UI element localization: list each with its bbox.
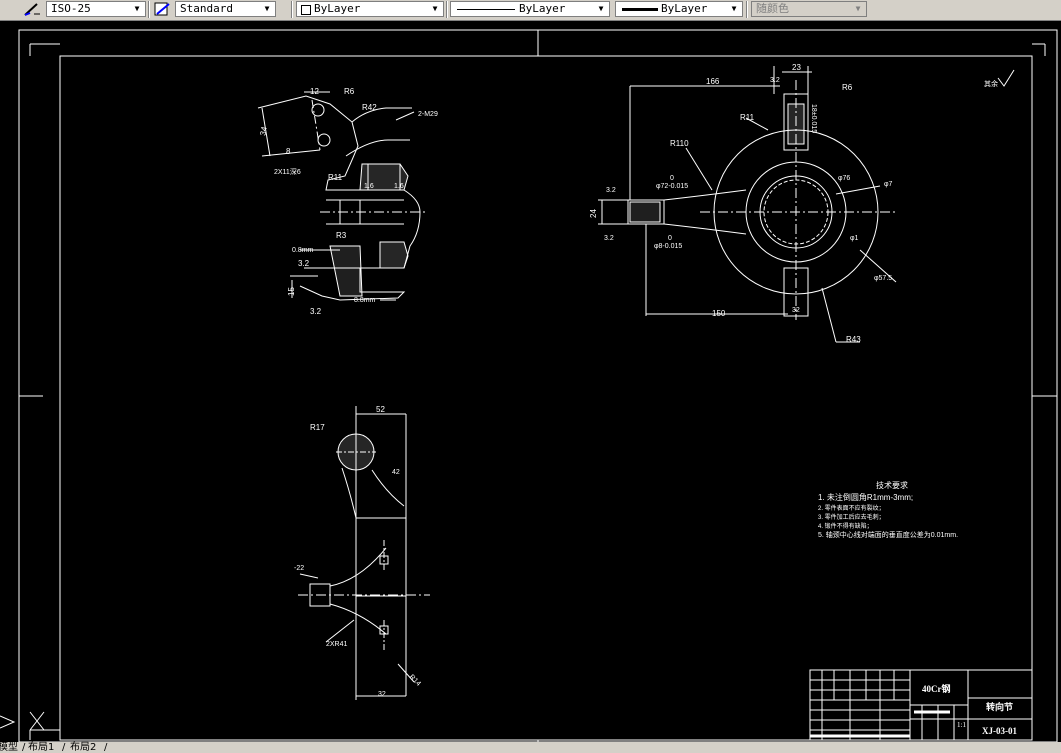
- chevron-down-icon: ▼: [134, 4, 140, 13]
- title-part-name: 转向节: [986, 701, 1013, 712]
- tab-layout2[interactable]: 布局2: [70, 742, 97, 753]
- view1-dim-2x11: 2X11深6: [274, 167, 301, 176]
- tab-model[interactable]: 模型: [0, 742, 18, 753]
- plotstyle-select[interactable]: 随颜色▼: [751, 1, 867, 17]
- view1-dim-12: 12: [310, 87, 319, 96]
- view1-dim-r42: R42: [362, 103, 377, 112]
- title-drawing-no: XJ-03-01: [982, 726, 1017, 736]
- dimstyle-select[interactable]: ISO-25▼: [46, 1, 146, 17]
- tab-divider: /: [22, 742, 26, 753]
- view1-dim-2m29: 2-M29: [418, 111, 438, 118]
- title-material: 40Cr钢: [922, 683, 951, 694]
- view1-dim-r6: R6: [344, 87, 355, 96]
- view3-dim-52: 52: [376, 405, 385, 414]
- technical-requirements: 技术要求 1. 未注倒圆角R1mm-3mm; 2. 零件表面不应有裂纹； 3. …: [818, 480, 958, 539]
- view2-rough-32a: 3.2: [770, 77, 780, 84]
- lineweight-preview: [622, 8, 658, 11]
- requirement-item: 1. 未注倒圆角R1mm-3mm;: [818, 492, 913, 502]
- view2-dim-24: 24: [589, 209, 598, 218]
- view3-dim-42: 42: [392, 469, 400, 476]
- view2-dim-23: 23: [792, 63, 801, 72]
- view2-dim-166: 166: [706, 77, 720, 86]
- chevron-down-icon: ▼: [432, 4, 438, 13]
- linetype-select[interactable]: ByLayer▼: [450, 1, 610, 17]
- view1-dim-8: 8: [286, 147, 291, 156]
- tab-divider: /: [62, 742, 66, 753]
- toolbar-separator: [148, 1, 150, 18]
- textstyle-select[interactable]: Standard▼: [175, 1, 276, 17]
- chevron-down-icon: ▼: [855, 4, 861, 13]
- lineweight-select[interactable]: ByLayer▼: [615, 1, 743, 17]
- view1-rough-32a: 3.2: [298, 259, 310, 268]
- requirement-item: 3. 零件加工后应去毛刺；: [818, 513, 885, 521]
- requirement-item: 5. 轴颈中心线对端面的垂直度公差为0.01mm.: [818, 530, 958, 539]
- view3-dim-22: -22: [294, 565, 304, 572]
- toolbar-separator: [291, 1, 293, 18]
- view2-dim-phi8: φ8-0.015: [654, 243, 682, 250]
- properties-toolbar: ISO-25▼ Standard▼ ByLayer▼ ByLayer▼ ByLa…: [0, 0, 1061, 21]
- view1-dim-r11: R11: [328, 173, 343, 182]
- view2-tol-0b: 0: [668, 235, 672, 242]
- view2-dim-150: 150: [712, 309, 726, 318]
- color-swatch-icon: [301, 5, 311, 15]
- tab-layout1[interactable]: 布局1: [28, 742, 55, 753]
- view2-dim-r11: R11: [740, 113, 755, 122]
- view1-dim-15: 15: [287, 287, 296, 296]
- view2-dim-r43: R43: [846, 335, 861, 344]
- section-view-1: [257, 91, 428, 301]
- view2-dim-phi72: φ72-0.015: [656, 183, 688, 190]
- view3-dim-32: 32: [378, 691, 386, 698]
- view3-dim-2xr41: 2XR41: [326, 641, 348, 648]
- view2-dim-phi1: φ1: [850, 235, 859, 242]
- layer-color-select[interactable]: ByLayer▼: [296, 1, 444, 17]
- requirement-item: 2. 零件表面不应有裂纹；: [818, 504, 885, 512]
- chevron-down-icon: ▼: [264, 4, 270, 13]
- title-block: [809, 669, 1033, 741]
- requirements-title: 技术要求: [876, 480, 908, 490]
- view1-dim-r3: R3: [336, 231, 347, 240]
- view2-dim-r6: R6: [842, 83, 853, 92]
- drawing-frame: [59, 55, 1033, 741]
- view2-rough-32top: 3.2: [606, 187, 616, 194]
- view2-dim-18: 18±0.015: [810, 104, 817, 133]
- view3-dim-r14: R14: [408, 674, 422, 688]
- requirement-item: 4. 锻件不得有缺陷；: [818, 522, 873, 530]
- view1-dim-08: 0.8mm: [292, 247, 314, 254]
- view2-rough-32c: 3.2: [604, 235, 614, 242]
- layout-tabs: 模型 / 布局1 / 布局2 /: [0, 742, 1061, 753]
- chevron-down-icon: ▼: [598, 4, 604, 13]
- title-scale: 1:1: [957, 721, 966, 729]
- linetype-preview: [457, 9, 515, 10]
- view2-dim-r110: R110: [670, 139, 689, 148]
- view2-dim-phi76: φ76: [838, 175, 850, 182]
- toolbar-separator: [446, 1, 448, 18]
- view3-dim-r17: R17: [310, 423, 325, 432]
- view1-dim-34: 34: [258, 125, 269, 136]
- paper-border: [18, 29, 1058, 743]
- view1-dim-88: 8.8mm: [354, 297, 376, 304]
- view2-dim-32: 32: [792, 307, 800, 314]
- textstyle-manager-icon[interactable]: [153, 1, 173, 18]
- chevron-down-icon: ▼: [731, 4, 737, 13]
- view1-rough-32b: 3.2: [310, 307, 322, 316]
- top-view-3: [298, 406, 430, 700]
- ucs-icon: [0, 711, 45, 731]
- roughness-note: 其余: [984, 79, 998, 88]
- view2-tol-0a: 0: [670, 175, 674, 182]
- tab-divider: /: [104, 742, 108, 753]
- dimstyle-manager-icon[interactable]: [22, 1, 42, 18]
- main-view-2: [598, 66, 897, 343]
- drawing-canvas[interactable]: 12 R6 R42 34 8 2X11深6 R11 2-M29 1.6 1.6 …: [0, 20, 1061, 746]
- toolbar-separator: [746, 1, 748, 18]
- view2-dim-phi575: φ57.5: [874, 275, 892, 282]
- view1-rough-16b: 1.6: [394, 183, 404, 190]
- view1-rough-16a: 1.6: [364, 183, 374, 190]
- roughness-symbol-icon: [997, 69, 1015, 87]
- view2-dim-phi7: φ7: [884, 181, 893, 188]
